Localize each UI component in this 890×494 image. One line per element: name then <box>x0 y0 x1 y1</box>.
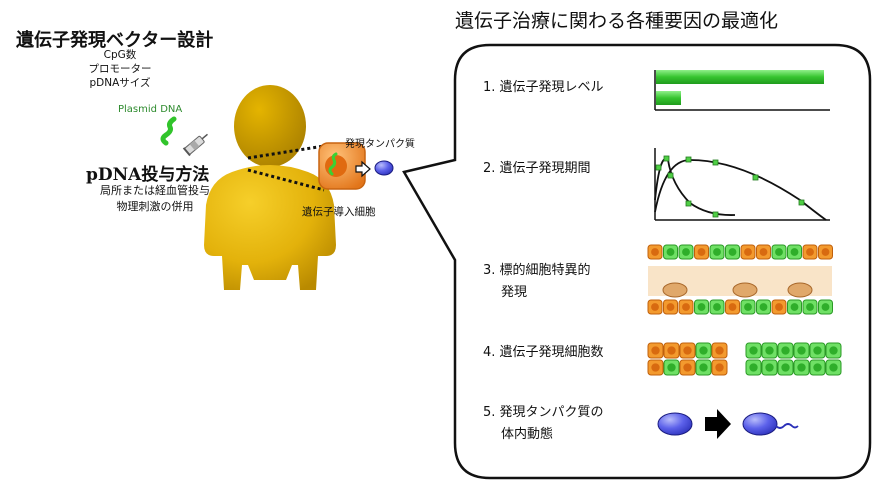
duration-point <box>712 159 719 166</box>
level-bar-low <box>656 91 681 105</box>
protein-icon <box>374 160 394 176</box>
cell-orange <box>679 359 696 376</box>
duration-point <box>685 156 692 163</box>
duration-curve-long <box>654 159 827 221</box>
vector-param-cpg: CpG数 <box>103 49 137 61</box>
cell-green <box>663 359 680 376</box>
cell-green <box>745 342 762 359</box>
cell-orange <box>694 244 709 260</box>
duration-point <box>752 174 759 181</box>
method-line-route: 局所または経血管投与 <box>100 184 210 197</box>
factor-item-line: 5. 発現タンパク質の <box>483 405 604 420</box>
cell-green <box>793 359 810 376</box>
transfected-cell-icon <box>318 142 366 190</box>
cell-green <box>825 359 842 376</box>
target-cell <box>732 282 758 298</box>
expression-level-chart <box>654 70 830 111</box>
duration-point <box>667 172 674 179</box>
vector-param-promoter: プロモーター <box>88 63 152 75</box>
cell-green <box>818 299 833 315</box>
syringe-icon <box>182 133 208 157</box>
cell-green <box>793 342 810 359</box>
cell-orange <box>647 359 664 376</box>
factor-item-cell-count: 4. 遺伝子発現細胞数 <box>483 345 604 360</box>
method-line-physical: 物理刺激の併用 <box>116 200 194 213</box>
duration-point <box>798 199 805 206</box>
cell-green <box>663 244 678 260</box>
administration-method-text: 局所または経血管投与 物理刺激の併用 <box>82 183 228 215</box>
cell-green <box>709 244 725 260</box>
protein-icon <box>742 412 778 436</box>
cell-green <box>678 244 694 260</box>
factor-item-line: 発現 <box>501 285 528 300</box>
cell-count-grids <box>647 342 842 376</box>
target-cell <box>662 282 688 298</box>
factor-item-target-specific: 3. 標的細胞特異的 発現 <box>483 260 591 304</box>
cell-green <box>745 359 762 376</box>
cell-green <box>777 359 794 376</box>
vector-param-size: pDNAサイズ <box>89 77 151 89</box>
administration-method-title: pDNA投与方法 <box>86 165 210 185</box>
cell-green <box>694 299 709 315</box>
cell-orange <box>647 342 664 359</box>
cell-orange <box>679 342 696 359</box>
transfected-cell-label: 遺伝子導入細胞 <box>302 206 376 218</box>
vector-design-title: 遺伝子発現ベクター設計 <box>16 30 214 51</box>
cell-orange <box>711 342 728 359</box>
factor-item-expression-level: 1. 遺伝子発現レベル <box>483 80 604 95</box>
duration-point <box>655 164 662 171</box>
cell-green <box>825 342 842 359</box>
protein-kinetics-icons <box>657 409 799 439</box>
cell-green <box>756 299 771 315</box>
factor-item-line: 3. 標的細胞特異的 <box>483 263 591 278</box>
expression-duration-chart <box>654 148 830 221</box>
arrow-icon <box>355 160 371 178</box>
level-bar-high <box>656 70 824 84</box>
target-specific-cells <box>647 244 833 315</box>
cell-orange <box>711 359 728 376</box>
cell-orange <box>802 244 818 260</box>
factor-item-line: 体内動態 <box>501 427 554 442</box>
cell-orange <box>740 244 756 260</box>
protein-icon <box>657 412 693 436</box>
factor-item-expression-duration: 2. 遺伝子発現期間 <box>483 161 591 176</box>
plasmid-dna-label: Plasmid DNA <box>118 104 183 115</box>
cell-green <box>709 299 725 315</box>
cell-green <box>802 299 818 315</box>
cell-orange <box>818 244 833 260</box>
callout-lines <box>247 144 325 192</box>
cell-orange <box>647 244 663 260</box>
duration-point <box>663 155 670 162</box>
cell-green <box>761 359 778 376</box>
cell-green <box>695 359 712 376</box>
duration-point <box>685 200 692 207</box>
person-silhouette <box>204 85 336 290</box>
target-cell <box>787 282 813 298</box>
cell-green <box>787 299 802 315</box>
duration-point <box>712 211 719 218</box>
cell-green <box>761 342 778 359</box>
cell-green <box>809 359 826 376</box>
arrow-icon <box>705 409 731 439</box>
cell-orange <box>647 299 663 315</box>
cell-green <box>777 342 794 359</box>
optimization-title: 遺伝子治療に関わる各種要因の最適化 <box>455 10 779 32</box>
cell-green <box>771 244 787 260</box>
cell-orange <box>771 299 787 315</box>
cell-orange <box>663 342 680 359</box>
cell-green <box>809 342 826 359</box>
cell-orange <box>678 299 694 315</box>
cell-green <box>787 244 802 260</box>
peg-chain <box>775 423 799 429</box>
plasmid-dna-icon <box>160 116 177 146</box>
cell-green <box>695 342 712 359</box>
cell-green <box>740 299 756 315</box>
cell-orange <box>663 299 678 315</box>
cell-green <box>725 244 740 260</box>
expressed-protein-label: 発現タンパク質 <box>345 139 415 150</box>
cell-orange <box>756 244 771 260</box>
factor-item-protein-kinetics: 5. 発現タンパク質の 体内動態 <box>483 402 604 446</box>
cell-orange <box>725 299 740 315</box>
